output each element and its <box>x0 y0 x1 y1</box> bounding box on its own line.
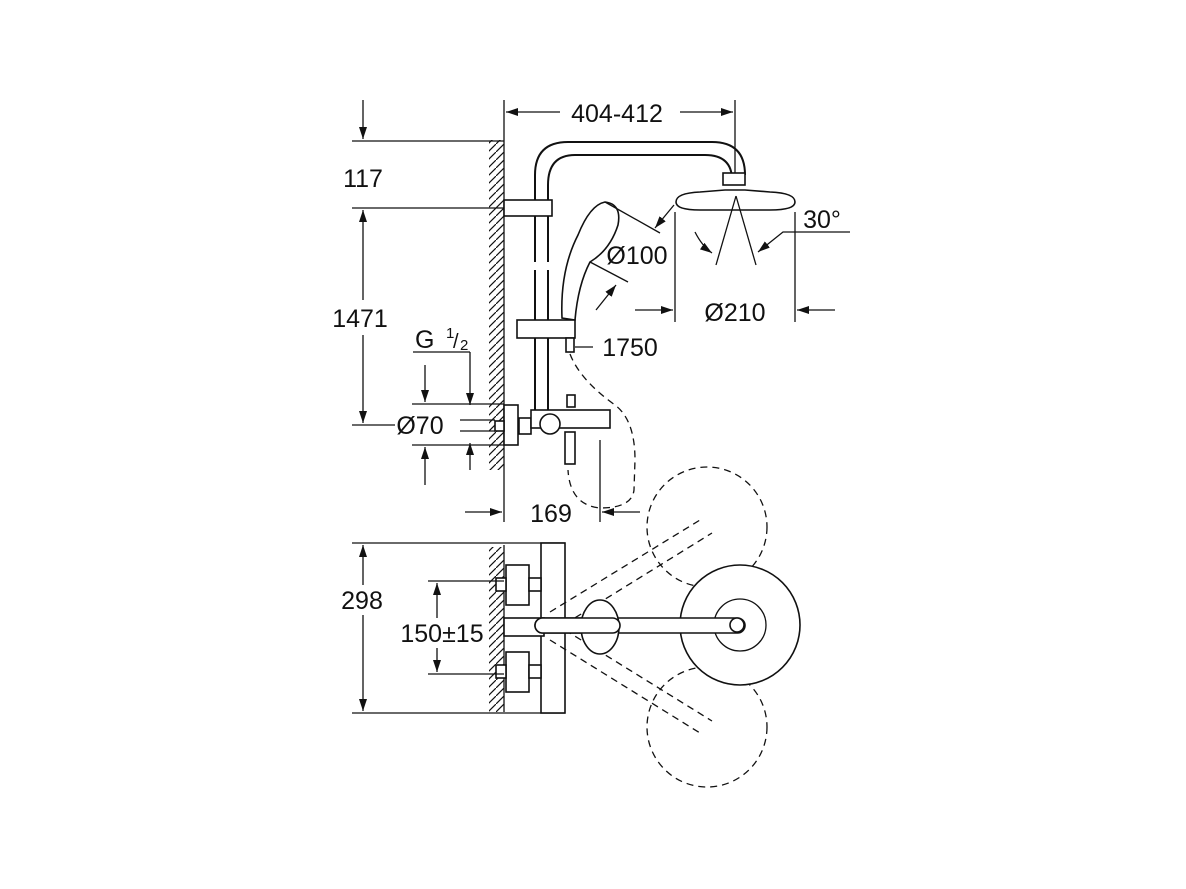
wall-bracket <box>503 199 553 217</box>
mixer-knob <box>539 413 561 435</box>
head-diameter-label: Ø210 <box>704 299 765 327</box>
hand-shower: Ø100 <box>561 201 675 321</box>
head-nut <box>722 172 746 186</box>
shower-arm <box>534 141 746 425</box>
thread-label: G <box>415 326 434 354</box>
wall-hatch <box>489 140 504 470</box>
fraction-slash: / <box>453 331 459 353</box>
hand-shower-diameter-label: Ø100 <box>606 242 667 270</box>
side-view: 404-412 117 1471 30° Ø210 <box>332 100 850 528</box>
thread-fraction-denominator: 2 <box>460 337 468 354</box>
width-label: 404-412 <box>571 100 663 128</box>
hose-dashed <box>567 353 636 509</box>
thread-fraction-numerator: 1 <box>446 325 454 342</box>
escutcheon-diameter-label: Ø70 <box>396 412 443 440</box>
height-label: 1471 <box>332 305 388 333</box>
mixer <box>494 394 611 465</box>
height-dimensions: 117 1471 <box>332 100 504 426</box>
centers-label: 150±15 <box>400 620 483 648</box>
alt-head-position-up <box>646 466 768 588</box>
depth-label: 298 <box>341 587 383 615</box>
slider <box>516 319 576 339</box>
hose-length-label: 1750 <box>602 334 658 362</box>
width-dimension: 404-412 <box>506 100 736 178</box>
angle-label: 30° <box>803 206 841 234</box>
projection-label: 169 <box>530 500 572 528</box>
top-offset-label: 117 <box>343 165 383 193</box>
wall-hatch-top <box>489 547 504 712</box>
top-view: 298 150±15 <box>341 466 801 788</box>
